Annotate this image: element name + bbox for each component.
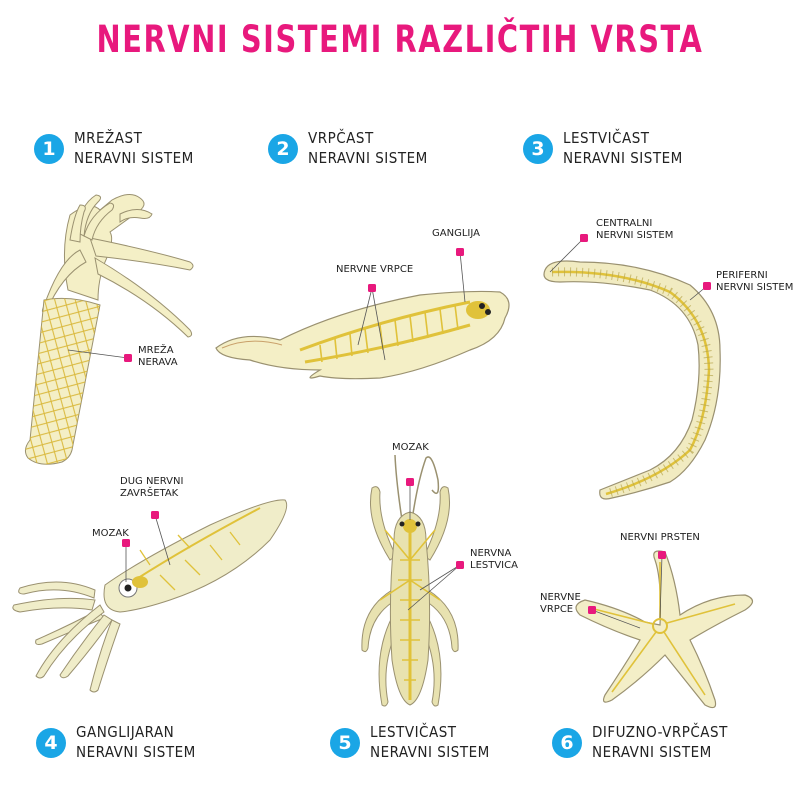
number-badge: 4 [36, 728, 66, 758]
hydra-illustration [24, 194, 194, 465]
panel-5-heading: 5 LESTVIČAST NERAVNI SISTEM [330, 722, 490, 762]
number-badge: 6 [552, 728, 582, 758]
panel-title-line1: DIFUZNO-VRPČAST [592, 723, 728, 741]
number-badge: 1 [34, 134, 64, 164]
earthworm-illustration [543, 260, 721, 500]
panel-6-heading: 6 DIFUZNO-VRPČAST NERAVNI SISTEM [552, 722, 728, 762]
panel-1-heading: 1 MREŽAST NERAVNI SISTEM [34, 128, 194, 168]
panel-title-line2: NERAVNI SISTEM [563, 149, 683, 167]
panel-title-line1: LESTVIČAST [563, 129, 650, 147]
panel-title-line1: GANGLIJARAN [76, 723, 175, 741]
starfish-illustration [575, 550, 754, 709]
panel-title-line2: NERAVNI SISTEM [308, 149, 428, 167]
panel-title-line2: NERAVNI SISTEM [76, 743, 196, 761]
label-flatworm-ganglia: GANGLIJA [432, 228, 480, 239]
panel-4-heading: 4 GANGLIJARAN NERAVNI SISTEM [36, 722, 196, 762]
panel-title-line2: NERAVNI SISTEM [592, 743, 712, 761]
label-insect-brain: MOZAK [392, 442, 429, 453]
page-title: NERVNI SISTEMI RAZLIČTIH VRSTA [96, 18, 704, 61]
label-star-ring: NERVNI PRSTEN [620, 532, 700, 543]
number-badge: 5 [330, 728, 360, 758]
number-badge: 2 [268, 134, 298, 164]
squid-illustration [12, 499, 288, 693]
panel-2-heading: 2 VRPČAST NERAVNI SISTEM [268, 128, 428, 168]
number-badge: 3 [523, 134, 553, 164]
leader-lines [67, 237, 708, 629]
panel-title-line2: NERAVNI SISTEM [370, 743, 490, 761]
label-flatworm-cords: NERVNE VRPCE [336, 264, 414, 275]
panel-title-line1: LESTVIČAST [370, 723, 457, 741]
flatworm-illustration [215, 290, 510, 380]
panel-title-line2: NERAVNI SISTEM [74, 149, 194, 167]
label-squid-brain: MOZAK [92, 528, 129, 539]
panel-title-line1: MREŽAST [74, 129, 143, 147]
panel-3-heading: 3 LESTVIČAST NERAVNI SISTEM [523, 128, 683, 168]
label-pin-icon [122, 234, 711, 614]
panel-title-line1: VRPČAST [308, 129, 374, 147]
